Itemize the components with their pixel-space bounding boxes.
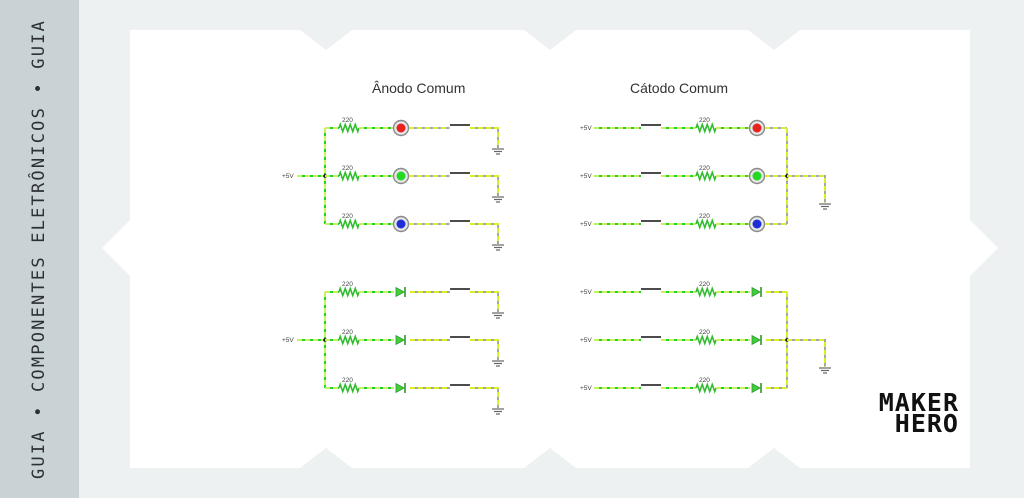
diode-body <box>395 382 405 394</box>
supply-label: +5V <box>580 173 592 180</box>
wire-dash <box>470 339 499 360</box>
wire-dash <box>470 127 499 148</box>
title-cathode: Cátodo Comum <box>630 80 728 96</box>
diode-body <box>751 286 761 298</box>
resistor <box>338 218 360 230</box>
resistor-label: 220 <box>699 213 710 220</box>
logo-line-2: HERO <box>894 409 959 438</box>
resistor <box>338 122 360 134</box>
resistor-label: 220 <box>699 117 710 124</box>
resistor-label: 220 <box>699 329 710 336</box>
supply-label: +5V <box>282 337 294 344</box>
resistor <box>338 334 360 346</box>
led-light <box>396 123 406 133</box>
supply-label: +5V <box>580 385 592 392</box>
resistor <box>695 286 717 298</box>
supply-label: +5V <box>580 289 592 296</box>
resistor-label: 220 <box>699 281 710 288</box>
led-light <box>396 219 406 229</box>
circuits: +5V 220 220 220 +5V 220 +5V 220 +5V 220 +5V 220 220 2… <box>282 117 831 415</box>
diode-body <box>751 334 761 346</box>
led-light <box>752 171 762 181</box>
logo-line-1: MAKER <box>878 388 959 417</box>
wire-dash <box>787 175 826 203</box>
resistor <box>695 334 717 346</box>
resistor-label: 220 <box>342 117 353 124</box>
resistor <box>695 218 717 230</box>
supply-label: +5V <box>282 173 294 180</box>
resistor-label: 220 <box>342 213 353 220</box>
sidebar: GUIA • COMPONENTES ELETRÔNICOS • GUIA <box>0 0 79 498</box>
resistor <box>695 382 717 394</box>
resistor-label: 220 <box>699 377 710 384</box>
wire-dash <box>470 387 499 408</box>
resistor-label: 220 <box>342 281 353 288</box>
led-light <box>752 123 762 133</box>
led-light <box>396 171 406 181</box>
wire-dash <box>470 291 499 312</box>
wire-dash <box>787 339 826 367</box>
resistor <box>338 170 360 182</box>
supply-label: +5V <box>580 125 592 132</box>
led-light <box>752 219 762 229</box>
resistor <box>338 382 360 394</box>
resistor-label: 220 <box>342 377 353 384</box>
resistor <box>695 122 717 134</box>
diode-body <box>751 382 761 394</box>
resistor-label: 220 <box>342 165 353 172</box>
resistor-label: 220 <box>342 329 353 336</box>
diode-body <box>395 334 405 346</box>
makerhero-logo: MAKER HERO <box>833 388 959 438</box>
resistor <box>338 286 360 298</box>
diode-body <box>395 286 405 298</box>
supply-label: +5V <box>580 221 592 228</box>
resistor-label: 220 <box>699 165 710 172</box>
resistor <box>695 170 717 182</box>
wire-dash <box>470 223 499 244</box>
supply-label: +5V <box>580 337 592 344</box>
wire-dash <box>470 175 499 196</box>
title-anode: Ânodo Comum <box>372 80 465 96</box>
